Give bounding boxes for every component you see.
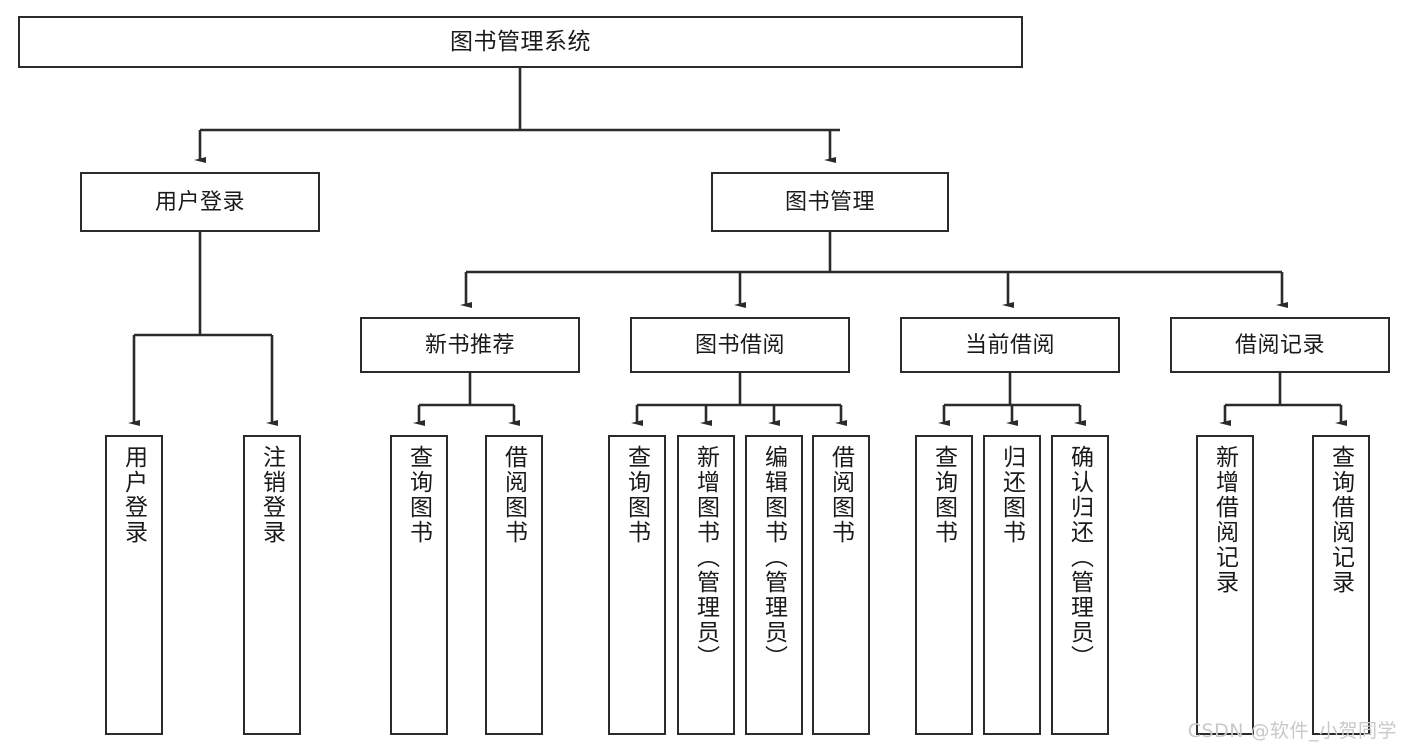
- node-leaf-user-login[interactable]: 用户登录: [105, 435, 163, 735]
- node-user-login[interactable]: 用户登录: [80, 172, 320, 232]
- node-leaf-add-book[interactable]: 新增图书（管理员）: [677, 435, 735, 735]
- node-leaf-borrow-book-2[interactable]: 借阅图书: [812, 435, 870, 735]
- node-borrow-record-label: 借阅记录: [1234, 332, 1325, 358]
- node-user-login-label: 用户登录: [154, 189, 245, 215]
- node-new-book-recommend[interactable]: 新书推荐: [360, 317, 580, 373]
- node-leaf-edit-book[interactable]: 编辑图书（管理员）: [745, 435, 803, 735]
- node-leaf-borrow-book-2-label: 借阅图书: [828, 445, 855, 545]
- node-leaf-query-book-2-label: 查询图书: [624, 445, 651, 545]
- node-leaf-logout[interactable]: 注销登录: [243, 435, 301, 735]
- node-book-manage-label: 图书管理: [784, 189, 875, 215]
- node-current-borrow[interactable]: 当前借阅: [900, 317, 1120, 373]
- node-leaf-confirm-return[interactable]: 确认归还（管理员）: [1051, 435, 1109, 735]
- node-borrow-record[interactable]: 借阅记录: [1170, 317, 1390, 373]
- csdn-watermark: CSDN @软件_小贺同学: [1187, 720, 1397, 742]
- node-new-book-recommend-label: 新书推荐: [424, 332, 515, 358]
- node-leaf-edit-book-label: 编辑图书（管理员）: [761, 445, 788, 670]
- node-leaf-borrow-book-1[interactable]: 借阅图书: [485, 435, 543, 735]
- node-leaf-return-book[interactable]: 归还图书: [983, 435, 1041, 735]
- node-leaf-logout-label: 注销登录: [259, 445, 286, 545]
- node-leaf-user-login-label: 用户登录: [121, 445, 148, 545]
- node-current-borrow-label: 当前借阅: [964, 332, 1055, 358]
- node-root-label: 图书管理系统: [450, 28, 591, 55]
- node-leaf-add-book-label: 新增图书（管理员）: [693, 445, 720, 670]
- node-book-borrow[interactable]: 图书借阅: [630, 317, 850, 373]
- node-leaf-query-book-1-label: 查询图书: [406, 445, 433, 545]
- node-root[interactable]: 图书管理系统: [18, 16, 1023, 68]
- node-leaf-query-record[interactable]: 查询借阅记录: [1312, 435, 1370, 735]
- node-book-manage[interactable]: 图书管理: [711, 172, 949, 232]
- node-book-borrow-label: 图书借阅: [694, 332, 785, 358]
- node-leaf-borrow-book-1-label: 借阅图书: [501, 445, 528, 545]
- node-leaf-query-book-3-label: 查询图书: [931, 445, 958, 545]
- node-leaf-confirm-return-label: 确认归还（管理员）: [1067, 445, 1094, 670]
- node-leaf-return-book-label: 归还图书: [999, 445, 1026, 545]
- node-leaf-query-book-3[interactable]: 查询图书: [915, 435, 973, 735]
- node-leaf-query-record-label: 查询借阅记录: [1328, 445, 1355, 595]
- node-leaf-add-record[interactable]: 新增借阅记录: [1196, 435, 1254, 735]
- node-leaf-query-book-2[interactable]: 查询图书: [608, 435, 666, 735]
- node-leaf-add-record-label: 新增借阅记录: [1212, 445, 1239, 595]
- node-leaf-query-book-1[interactable]: 查询图书: [390, 435, 448, 735]
